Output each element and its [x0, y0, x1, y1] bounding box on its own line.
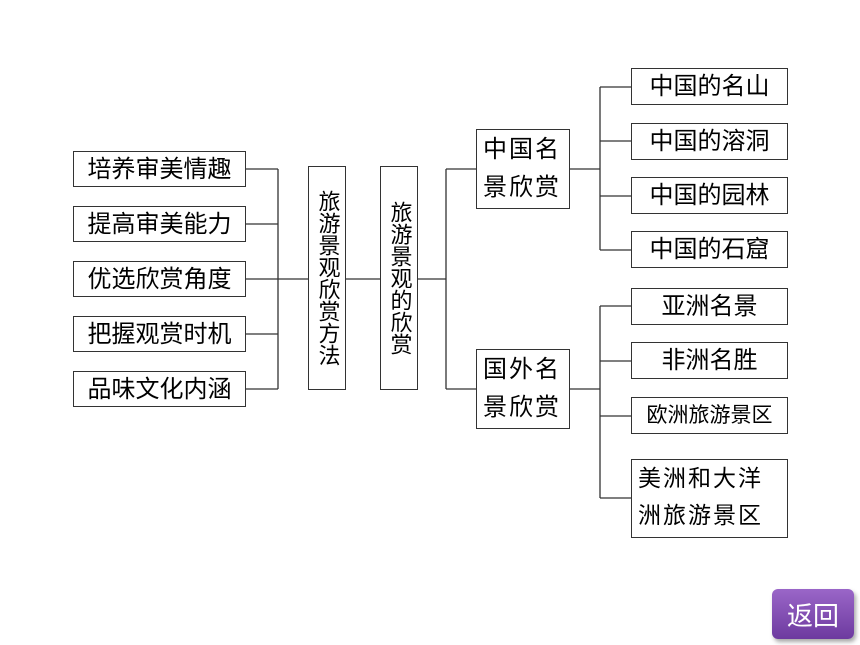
methods-title-box: 旅游景观欣赏方法: [308, 166, 346, 390]
foreign-item-2: 非洲名胜: [631, 342, 788, 379]
center-title-box: 旅游景观的欣赏: [380, 166, 418, 390]
domestic-item-1: 中国的名山: [631, 68, 788, 105]
foreign-category-box: 国外名景欣赏: [476, 349, 570, 429]
method-box-5: 品味文化内涵: [73, 371, 246, 407]
domestic-category-box: 中国名景欣赏: [476, 129, 570, 209]
foreign-item-4: 美洲和大洋洲旅游景区: [631, 459, 788, 538]
method-box-2: 提高审美能力: [73, 206, 246, 242]
foreign-item-3: 欧洲旅游景区: [631, 397, 788, 434]
domestic-item-4: 中国的石窟: [631, 231, 788, 268]
method-box-3: 优选欣赏角度: [73, 261, 246, 297]
method-box-1: 培养审美情趣: [73, 151, 246, 187]
foreign-item-1: 亚洲名景: [631, 288, 788, 325]
domestic-item-2: 中国的溶洞: [631, 123, 788, 160]
domestic-item-3: 中国的园林: [631, 177, 788, 214]
method-box-4: 把握观赏时机: [73, 316, 246, 352]
back-button[interactable]: 返回: [772, 589, 854, 639]
